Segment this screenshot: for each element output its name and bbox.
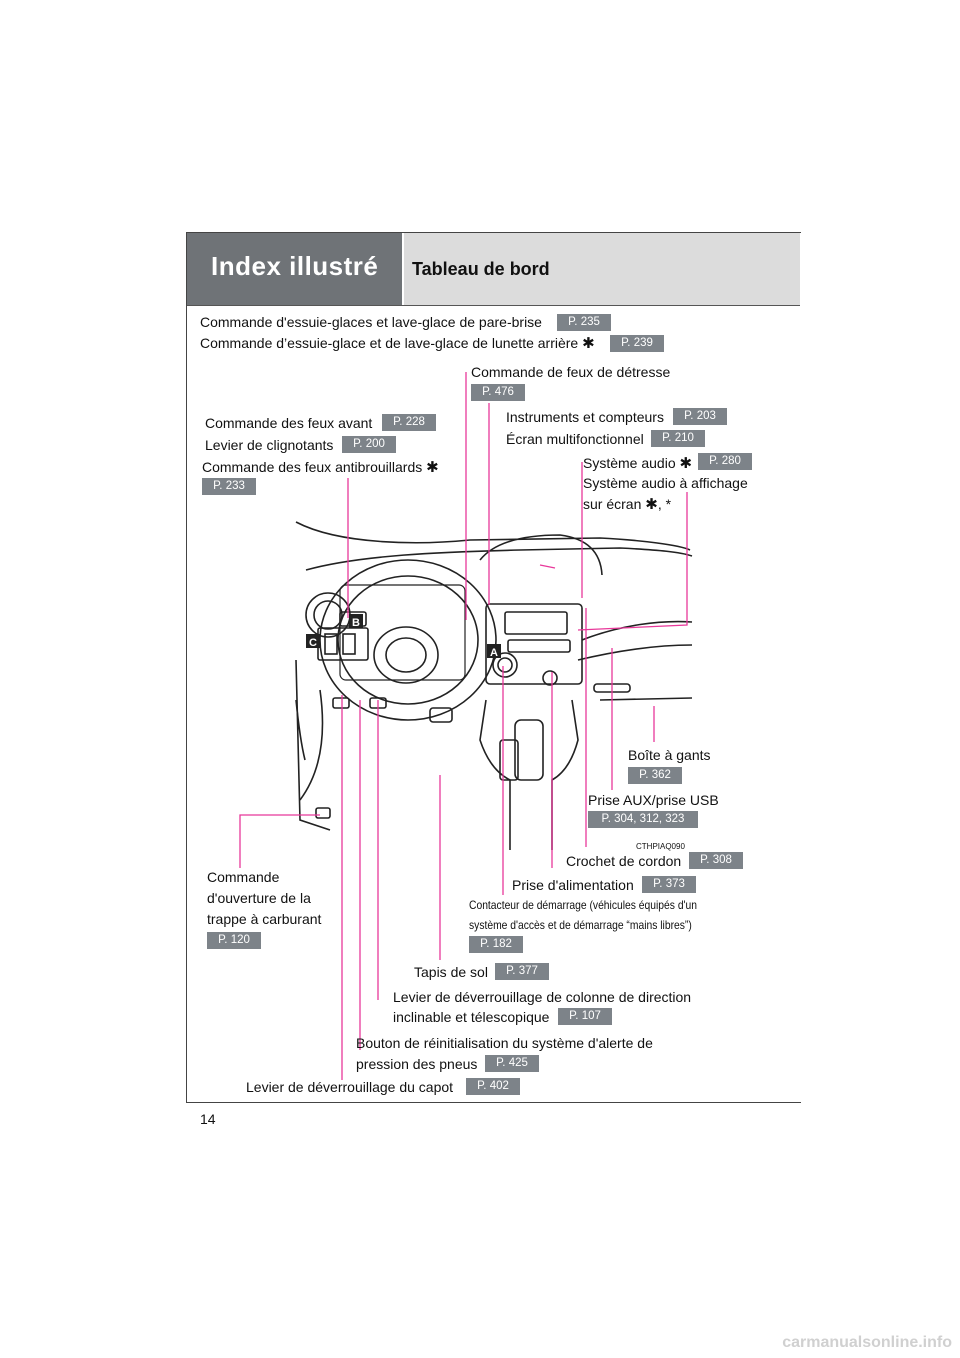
- steering-lock-label-2: inclinable et télescopique: [393, 1009, 550, 1025]
- star-icon: ✱: [582, 335, 595, 352]
- badge-a: [487, 644, 501, 658]
- wiper-rear-label: Commande d’essuie-glace et de lave-glace…: [200, 335, 595, 352]
- wiper-front-page-ref[interactable]: P. 235: [557, 314, 611, 331]
- badge-c-label: C: [309, 637, 317, 649]
- tpms-label-2: pression des pneus: [356, 1056, 478, 1072]
- star-icon: ✱: [426, 459, 439, 476]
- fog-page-ref[interactable]: P. 233: [202, 478, 256, 495]
- badge-b: [349, 614, 363, 628]
- fuel-door-page-ref[interactable]: P. 120: [207, 932, 261, 949]
- fuel-door-label-3: trappe à carburant: [207, 911, 322, 927]
- wiper-front-label: Commande d'essuie-glaces et lave-glace d…: [200, 314, 542, 330]
- floor-mat-page-ref[interactable]: P. 377: [495, 963, 549, 980]
- power-outlet-page-ref[interactable]: P. 373: [642, 876, 696, 893]
- cord-hook-label: Crochet de cordon: [566, 853, 682, 869]
- hazard-page-ref[interactable]: P. 476: [471, 384, 525, 401]
- subtitle-bar: Tableau de bord: [404, 233, 800, 305]
- watermark: carmanualsonline.info: [782, 1334, 952, 1351]
- star-icon: ✱: [679, 455, 693, 472]
- audio-display-suffix: , *: [657, 496, 672, 512]
- engine-switch-label-1: Contacteur de démarrage (véhicules équip…: [469, 898, 698, 912]
- badge-a-label: A: [490, 647, 498, 659]
- aux-usb-label: Prise AUX/prise USB: [588, 792, 719, 808]
- image-code: CTHPIAQ090: [636, 842, 685, 851]
- audio-display-label-2: sur écran ✱, *: [583, 496, 671, 513]
- badge-b-label: B: [352, 617, 360, 629]
- glovebox-label: Boîte à gants: [628, 747, 711, 763]
- headlight-label: Commande des feux avant: [205, 415, 373, 431]
- hood-page-ref[interactable]: P. 402: [466, 1078, 520, 1095]
- gauges-page-ref[interactable]: P. 203: [673, 408, 727, 425]
- fuel-door-label-1: Commande: [207, 869, 280, 885]
- fog-label: Commande des feux antibrouillards ✱: [202, 459, 439, 476]
- audio-display-text: sur écran: [583, 496, 642, 512]
- aux-usb-page-ref[interactable]: P. 304, 312, 323: [588, 811, 698, 828]
- leader-lines: [239, 372, 688, 1080]
- fog-text: Commande des feux antibrouillards: [202, 459, 423, 475]
- section-title: Index illustré: [211, 251, 379, 281]
- tpms-label-1: Bouton de réinitialisation du système d'…: [356, 1035, 653, 1051]
- page-subtitle: Tableau de bord: [412, 259, 550, 279]
- turn-signal-label: Levier de clignotants: [205, 437, 334, 453]
- gauges-label: Instruments et compteurs: [506, 409, 664, 425]
- multi-display-page-ref[interactable]: P. 210: [651, 430, 705, 447]
- page-number: 14: [200, 1111, 216, 1127]
- hazard-label: Commande de feux de détresse: [471, 364, 671, 380]
- audio-display-label-1: Système audio à affichage: [583, 475, 748, 491]
- wiper-rear-page-ref[interactable]: P. 239: [610, 335, 664, 352]
- headlight-page-ref[interactable]: P. 228: [382, 414, 436, 431]
- cord-hook-page-ref[interactable]: P. 308: [689, 852, 743, 869]
- tpms-page-ref[interactable]: P. 425: [485, 1055, 539, 1072]
- turn-signal-page-ref[interactable]: P. 200: [342, 436, 396, 453]
- steering-lock-label-1: Levier de déverrouillage de colonne de d…: [393, 989, 692, 1005]
- badge-c: [306, 634, 320, 648]
- hood-label: Levier de déverrouillage du capot: [246, 1079, 454, 1095]
- engine-switch-label-2: système d'accès et de démarrage “mains l…: [469, 918, 692, 932]
- audio-label: Système audio ✱: [583, 455, 692, 472]
- glovebox-page-ref[interactable]: P. 362: [628, 767, 682, 784]
- wiper-rear-text: Commande d’essuie-glace et de lave-glace…: [200, 335, 579, 351]
- floor-mat-label: Tapis de sol: [414, 964, 488, 980]
- engine-switch-page-ref[interactable]: P. 182: [469, 936, 523, 953]
- audio-page-ref[interactable]: P. 280: [698, 453, 752, 470]
- star-icon: ✱: [645, 496, 658, 513]
- steering-lock-page-ref[interactable]: P. 107: [558, 1008, 612, 1025]
- multi-display-label: Écran multifonctionnel: [506, 431, 644, 447]
- header-divider: [187, 305, 800, 306]
- power-outlet-label: Prise d'alimentation: [512, 877, 634, 893]
- page-frame: [186, 232, 801, 1103]
- audio-text: Système audio: [583, 455, 676, 471]
- section-tab: Index illustré: [187, 233, 404, 305]
- fuel-door-label-2: d'ouverture de la: [207, 890, 311, 906]
